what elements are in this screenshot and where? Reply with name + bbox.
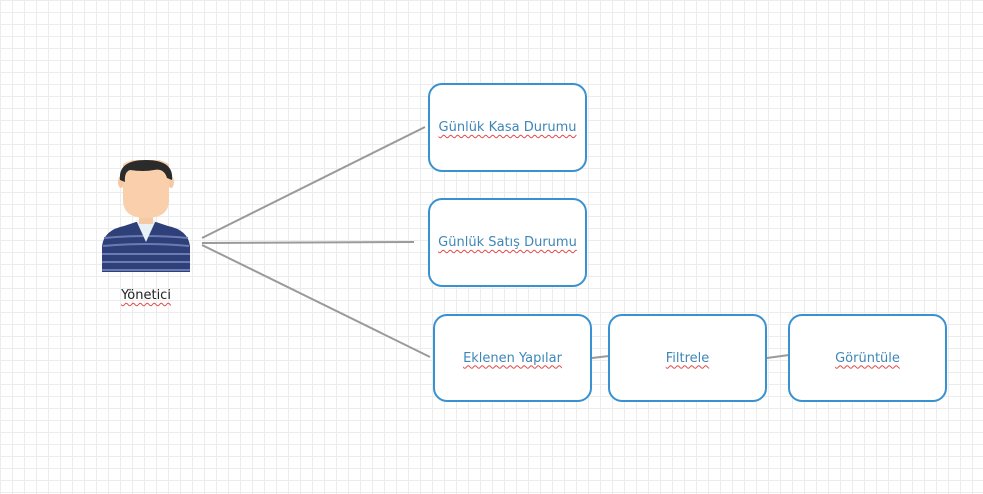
node-label: Görüntüle: [835, 350, 900, 366]
actor-label: Yönetici: [121, 288, 171, 303]
user-avatar-icon[interactable]: [100, 158, 192, 274]
node-label: Günlük Satış Durumu: [438, 235, 577, 250]
node-filtrele[interactable]: Filtrele: [608, 314, 767, 402]
node-eklenen-yapilar[interactable]: Eklenen Yapılar: [433, 314, 592, 402]
node-goruntule[interactable]: Görüntüle: [788, 314, 947, 402]
connector-actor-eklenen: [201, 244, 431, 358]
node-gunluk-kasa-durumu[interactable]: Günlük Kasa Durumu: [428, 83, 587, 172]
node-label: Eklenen Yapılar: [463, 350, 562, 366]
node-label: Filtrele: [665, 350, 710, 366]
connector-actor-satis: [201, 241, 415, 244]
connector-filtrele-goruntule: [766, 354, 790, 359]
connector-eklenen-filtrele: [591, 355, 610, 359]
node-gunluk-satis-durumu[interactable]: Günlük Satış Durumu: [428, 198, 587, 287]
connector-actor-kasa: [201, 126, 426, 239]
node-label: Günlük Kasa Durumu: [438, 120, 577, 135]
